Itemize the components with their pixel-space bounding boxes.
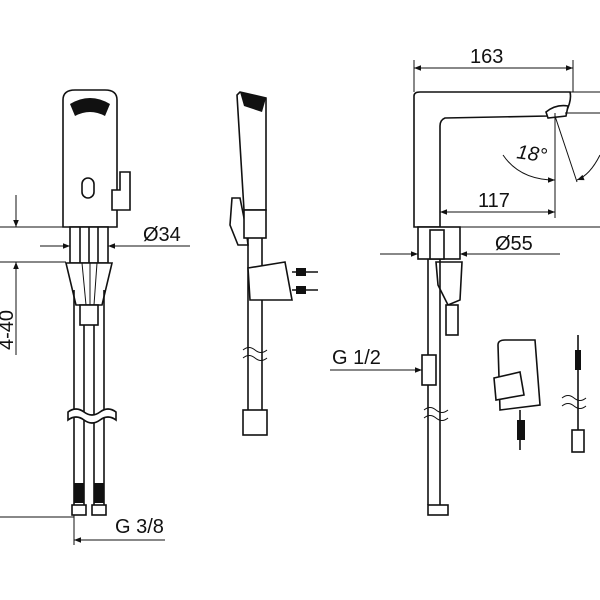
dim-hose-connection: G 3/8 <box>115 516 164 538</box>
dim-supply-connection: G 1/2 <box>332 347 381 369</box>
dim-angle: 18° <box>515 141 548 167</box>
aerator <box>545 104 569 119</box>
dim-counter-thickness: 4-40 <box>0 310 18 350</box>
spout-view-dimensions <box>330 60 600 373</box>
spout-view <box>413 91 587 516</box>
side-view <box>229 91 318 436</box>
front-view <box>62 89 131 516</box>
fixing-nut-right <box>435 261 463 307</box>
front-view-dimensions <box>0 195 190 545</box>
dim-shank-diameter: Ø34 <box>143 224 181 246</box>
plug <box>247 261 293 301</box>
dim-width-total: 163 <box>470 46 503 68</box>
sensor-window <box>70 98 110 116</box>
fixing-nut <box>64 262 114 306</box>
dim-spout-reach: 117 <box>478 190 510 212</box>
lever <box>111 171 131 211</box>
dim-base-diameter: Ø55 <box>495 233 533 255</box>
